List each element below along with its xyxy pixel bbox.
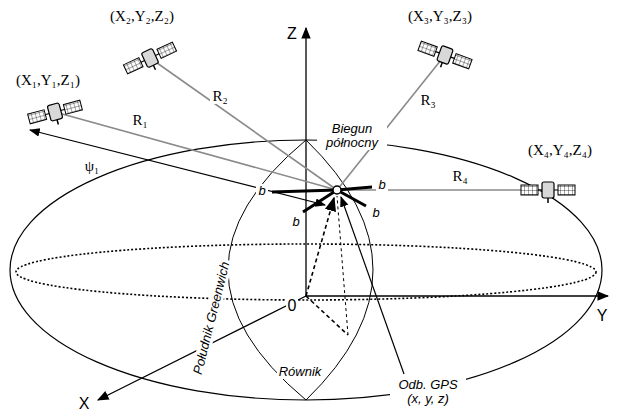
origin-label: 0: [286, 297, 299, 315]
range-line: [337, 189, 548, 191]
axis-label: Z: [285, 25, 299, 43]
range-label: R₄: [450, 168, 469, 185]
baseline: [303, 190, 337, 212]
satellites: [27, 38, 575, 203]
angle-label: ψ₁: [83, 158, 102, 175]
leader-line: [341, 197, 404, 374]
satellite: [27, 97, 85, 131]
range-lines: [55, 55, 548, 190]
projection-line: [306, 296, 348, 335]
range-label: R₂: [210, 88, 229, 105]
meridian: [306, 140, 373, 400]
b-lines: [272, 187, 372, 212]
projection-line: [337, 196, 348, 335]
baseline-label: b: [256, 184, 267, 198]
meridian-label: Południk Greenwich: [191, 258, 234, 378]
baseline-label: b: [376, 178, 387, 192]
satellite: [415, 38, 473, 76]
baseline-label: b: [290, 215, 301, 229]
y-axis: [306, 295, 608, 296]
receiver: [333, 186, 341, 194]
range-line: [55, 112, 337, 190]
psi-arrow: [30, 130, 325, 205]
equator-label: Równik: [277, 365, 324, 379]
pole-label: Biegun północny: [317, 122, 387, 151]
satellite: [122, 39, 180, 81]
baseline: [272, 190, 337, 192]
coordinate-label: (X₂,Y₂,Z₂): [108, 8, 176, 25]
axis-label: Y: [595, 307, 610, 325]
coordinate-label: (X₄,Y₄,Z₄): [526, 142, 594, 159]
coordinate-label: (X₁,Y₁,Z₁): [14, 72, 82, 89]
satellite: [521, 182, 575, 203]
receiver-label: Odb. GPS (x, y, z): [390, 378, 466, 407]
z-axis: [305, 28, 306, 296]
baseline-label: b: [370, 206, 381, 220]
coordinate-label: (X₃,Y₃,Z₃): [406, 8, 474, 25]
range-label: R₃: [418, 92, 437, 109]
axis-label: X: [77, 395, 92, 413]
position-vector: [306, 198, 334, 296]
baseline: [337, 187, 372, 190]
range-line: [150, 58, 337, 190]
range-label: R₁: [130, 112, 149, 129]
